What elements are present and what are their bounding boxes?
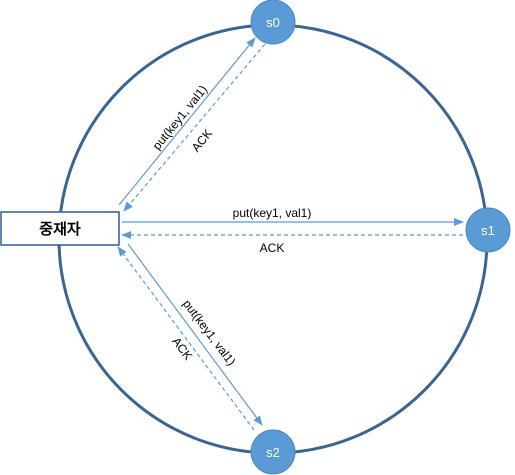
hash-ring	[57, 23, 489, 455]
node-s2: s2	[250, 429, 296, 475]
label-ack-s1: ACK	[260, 241, 285, 255]
arrow-ack-s0	[123, 43, 266, 212]
node-s2-label: s2	[266, 445, 280, 460]
coordinator-label: 중재자	[39, 221, 81, 238]
node-s1-label: s1	[481, 223, 495, 238]
label-ack-s2: ACK	[169, 335, 195, 363]
label-ack-s0: ACK	[189, 126, 215, 154]
coordinator-box: 중재자	[0, 211, 120, 246]
arrow-ack-s2	[117, 246, 255, 431]
arrow-put-s2	[127, 243, 263, 426]
node-s1: s1	[465, 207, 511, 253]
node-s0-label: s0	[266, 15, 280, 30]
node-s0: s0	[250, 0, 296, 45]
label-put-s1: put(key1, val1)	[233, 206, 312, 220]
arrow-put-s0	[118, 37, 256, 206]
